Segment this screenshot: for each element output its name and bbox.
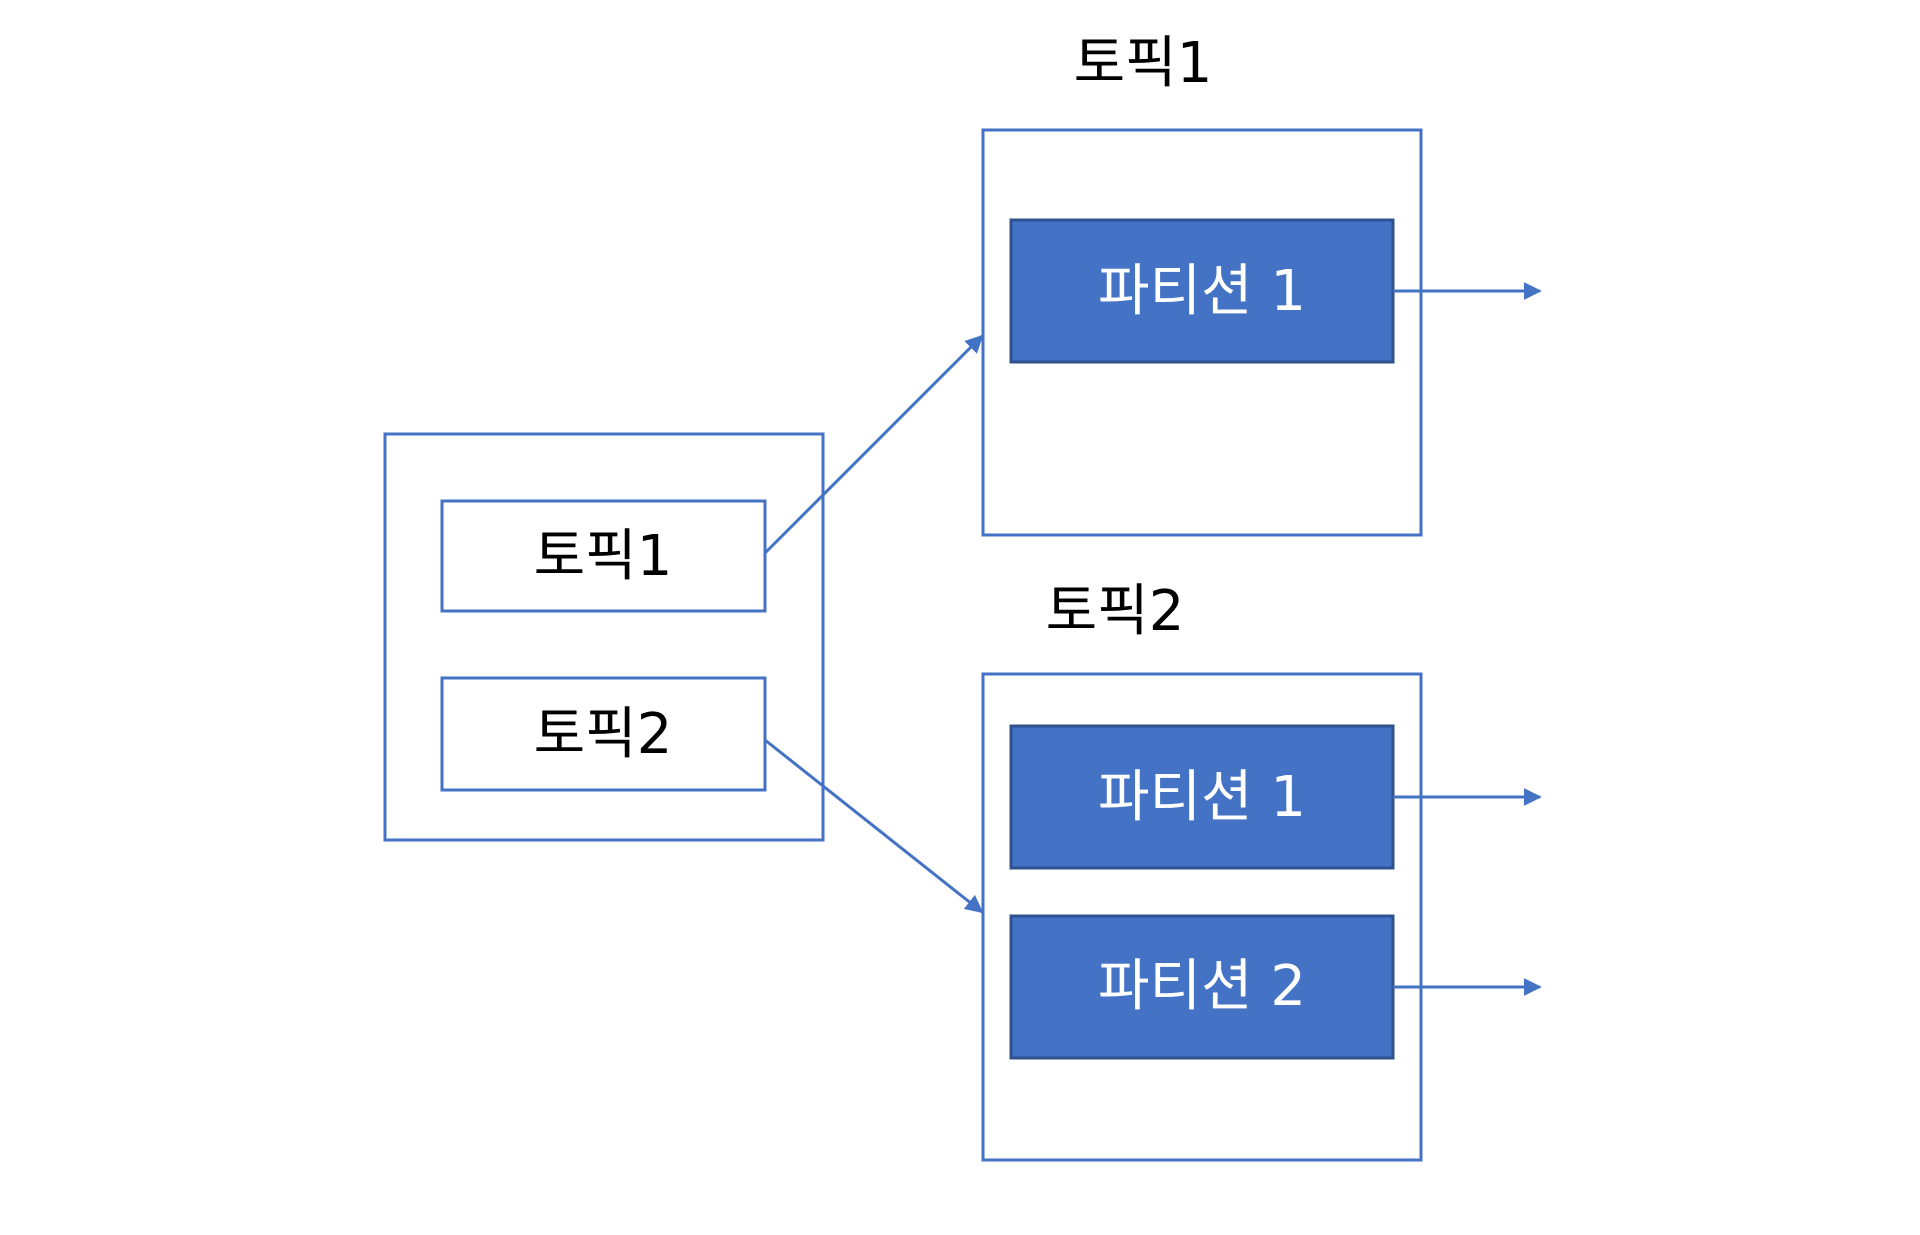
- topic-2-partition-1-box: [1009, 724, 1395, 870]
- producer-topic-item-2: 토픽2: [440, 676, 767, 792]
- topic-1-group: 토픽1 파티션 1: [981, 31, 1423, 537]
- connector-topic-1-arrow: [763, 334, 984, 555]
- topic-2-partition-2: 파티션 2: [1009, 914, 1395, 1060]
- topic-2-title: 토픽2: [1046, 579, 1185, 644]
- topic-2-partition-1-label: 파티션 1: [1098, 765, 1306, 830]
- producer-topic-item-1: 토픽1: [440, 499, 767, 613]
- producer-container: 토픽1 토픽2: [383, 432, 825, 842]
- topic-1-title: 토픽1: [1074, 31, 1213, 96]
- topic-2-partition-1: 파티션 1: [1009, 724, 1395, 870]
- topic-1-partition-1-label: 파티션 1: [1098, 259, 1306, 324]
- topic-2-partition-2-box: [1009, 914, 1395, 1060]
- topic-1-partition-1-box: [1009, 218, 1395, 364]
- topic-2-group: 토픽2 파티션 1 파티션 2: [981, 579, 1423, 1162]
- connector-topic-2-arrow: [764, 738, 984, 914]
- topic-2-partition-2-label: 파티션 2: [1098, 954, 1306, 1019]
- producer-topic-item-1-label: 토픽1: [534, 524, 673, 589]
- producer-topic-item-2-label: 토픽2: [534, 702, 673, 767]
- producer-topic-item-2-box: [440, 676, 767, 792]
- producer-topic-item-1-box: [440, 499, 767, 613]
- topic-1-partition-1: 파티션 1: [1009, 218, 1395, 364]
